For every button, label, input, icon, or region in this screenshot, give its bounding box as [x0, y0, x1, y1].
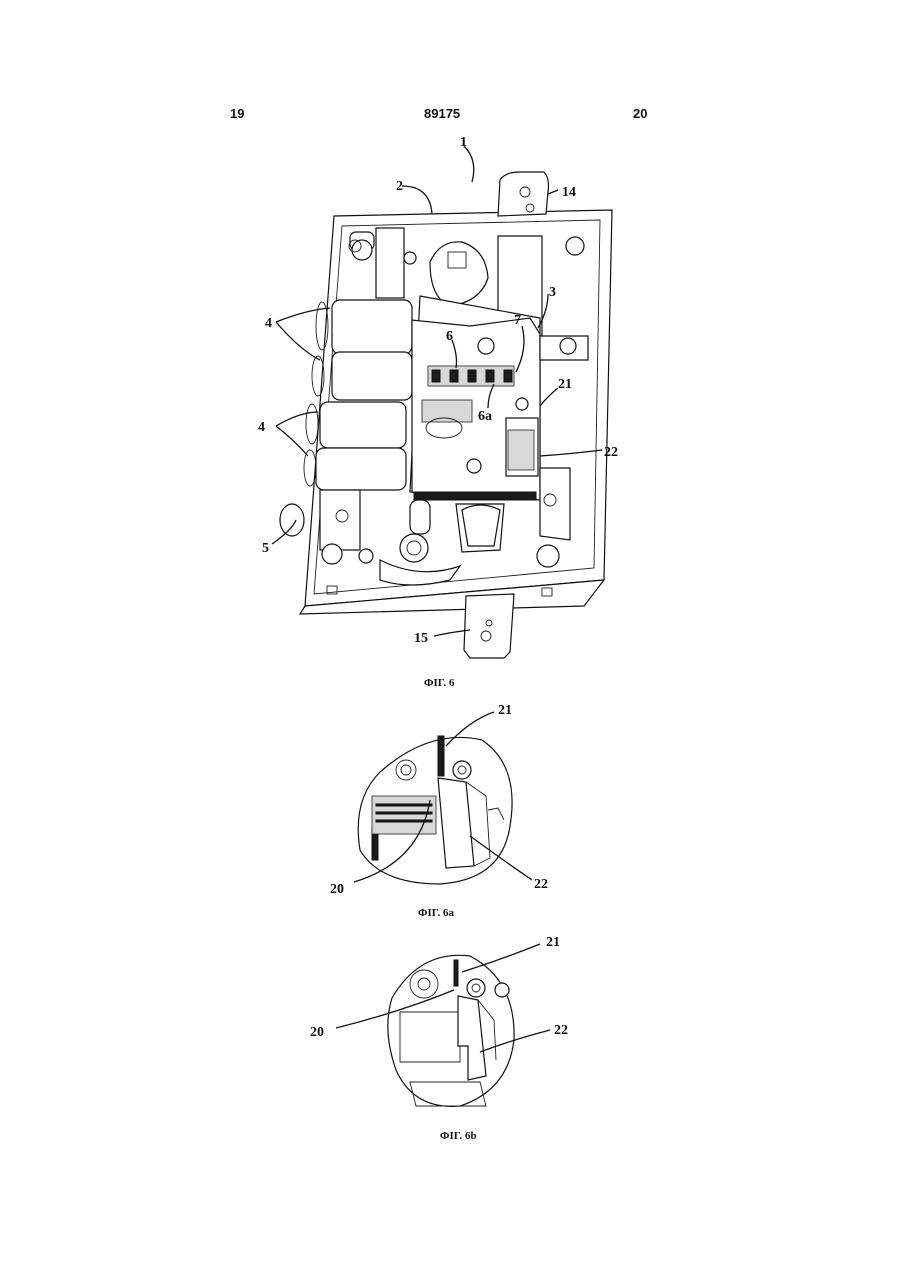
detail-6b-outline — [388, 955, 514, 1106]
label-6b-21: 21 — [546, 935, 560, 950]
label-6b-22: 22 — [554, 1023, 568, 1038]
label-6b-20: 20 — [310, 1025, 324, 1040]
caption-fig-6b: ФІГ. 6b — [440, 1130, 477, 1142]
